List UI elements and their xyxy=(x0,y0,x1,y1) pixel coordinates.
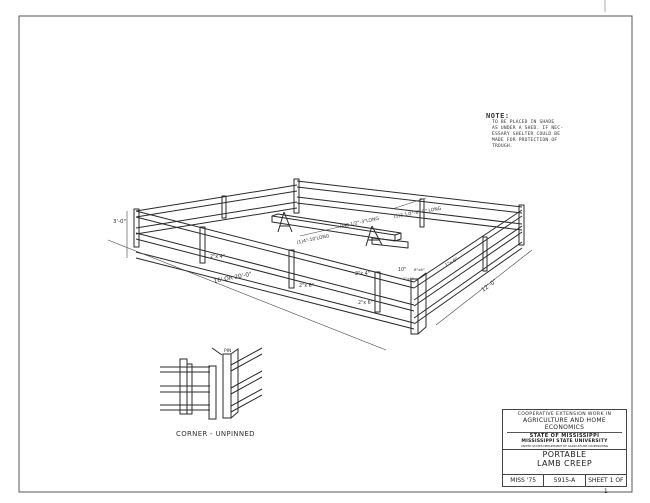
pin-label: PIN xyxy=(224,348,231,354)
title-block-footer: MISS '75 5915-A SHEET 1 OF 1 xyxy=(503,474,626,495)
dim-slat: 2"x6" xyxy=(403,276,414,281)
dim-gap: 10" xyxy=(398,267,406,273)
title-block-number: 5915-A xyxy=(544,475,586,486)
title-block-divider xyxy=(507,432,622,433)
dim-board-a: 2"x 4" xyxy=(210,254,225,260)
title-block-title1: PORTABLE xyxy=(503,449,626,460)
dim-width: 12'-0" xyxy=(481,278,499,293)
dim-board-b: 2"x 4" xyxy=(355,271,370,277)
note-line: AS UNDER A SHED. IF NEC- xyxy=(492,126,564,132)
note-line: MADE FOR PROTECTION OF xyxy=(492,138,558,144)
dimension-lines xyxy=(107,197,533,351)
title-block-line1: COOPERATIVE EXTENSION WORK IN xyxy=(517,412,612,417)
dim-board-d: 2"x 6" xyxy=(358,300,373,306)
note-block: NOTE: TO BE PLACED IN SHADE AS UNDER A S… xyxy=(486,112,586,150)
title-block-university: MISSISSIPPI STATE UNIVERSITY xyxy=(521,439,608,444)
dim-trough-left: (1)4"-10'LONG xyxy=(296,233,330,246)
dim-post: 6"x6" xyxy=(414,267,425,272)
dim-board-e: 1"x 6" xyxy=(444,256,459,268)
title-block-line2: AGRICULTURE AND HOME ECONOMICS xyxy=(523,417,606,431)
dim-height: 3'-0" xyxy=(113,219,126,225)
note-line: TROUGH. xyxy=(492,144,513,150)
title-block: COOPERATIVE EXTENSION WORK IN AGRICULTUR… xyxy=(502,409,627,495)
corner-caption: CORNER - UNPINNED xyxy=(176,430,255,438)
title-block-title2: LAMB CREEP xyxy=(536,458,593,468)
note-heading: NOTE: xyxy=(486,112,510,120)
title-block-usda: UNITED STATES DEPARTMENT OF AGRICULTURE … xyxy=(520,443,609,448)
title-block-misc: MISS '75 xyxy=(503,475,545,486)
dim-trough-long: (1)3 1/2"-3"LONG xyxy=(339,216,380,230)
note-line: TO BE PLACED IN SHADE xyxy=(492,120,555,125)
drawing-border xyxy=(18,15,633,493)
pen-drawing xyxy=(133,178,525,335)
dim-board-c: 2"x 6" xyxy=(299,283,314,289)
title-block-state: STATE OF MISSISSIPPI xyxy=(529,433,600,439)
corner-detail xyxy=(160,347,263,420)
title-block-sheet: SHEET 1 OF 1 xyxy=(588,477,624,495)
note-line: ESSARY SHELTER COULD BE xyxy=(492,132,561,138)
